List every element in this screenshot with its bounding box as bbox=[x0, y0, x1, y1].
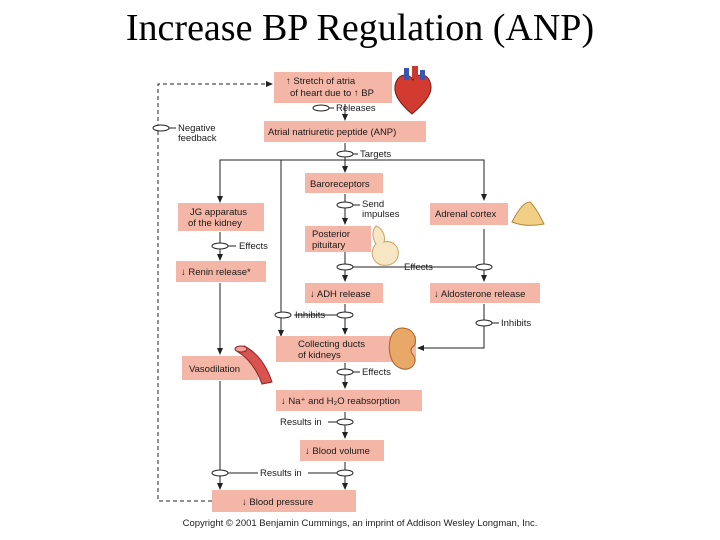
kidney-icon bbox=[388, 327, 416, 370]
label-inhibits-right: Inhibits bbox=[501, 318, 531, 329]
label-effects-mid: Effects bbox=[404, 262, 433, 273]
box-baro: Baroreceptors bbox=[305, 173, 383, 193]
copyright-notice: Copyright © 2001 Benjamin Cummings, an i… bbox=[182, 518, 538, 529]
box-vaso: Vasodilation bbox=[182, 356, 258, 380]
box-collecting-line1: Collecting ducts bbox=[298, 339, 365, 350]
oval-targets bbox=[336, 150, 354, 158]
box-bv-line1: ↓ Blood volume bbox=[305, 446, 370, 457]
box-adh: ↓ ADH release bbox=[305, 283, 383, 303]
label-send-impulses-1: Send bbox=[362, 199, 384, 210]
oval-send-impulses bbox=[336, 201, 354, 209]
label-results-in-bv: Results in bbox=[280, 417, 322, 428]
label-send-impulses-2: impulses bbox=[362, 209, 400, 220]
box-aldo: ↓ Aldosterone release bbox=[430, 283, 540, 303]
slide-title: Increase BP Regulation (ANP) bbox=[125, 7, 595, 49]
box-renin-line1: ↓ Renin release* bbox=[181, 267, 251, 278]
box-bv: ↓ Blood volume bbox=[300, 440, 384, 461]
connector-labels: Releases Targets Negative feedback Send … bbox=[169, 103, 531, 479]
arrow-anp-to-jg bbox=[217, 143, 346, 203]
box-baro-line1: Baroreceptors bbox=[310, 179, 370, 190]
label-releases: Releases bbox=[336, 103, 376, 114]
label-negative-feedback-2: feedback bbox=[178, 133, 217, 144]
box-stretch-line2: of heart due to ↑ BP bbox=[290, 88, 374, 99]
box-posterior-line2: pituitary bbox=[312, 240, 346, 251]
box-posterior-line1: Posterior bbox=[312, 229, 350, 240]
box-stretch: ↑ Stretch of atria of heart due to ↑ BP bbox=[274, 72, 392, 103]
box-adrenal-line1: Adrenal cortex bbox=[435, 209, 497, 220]
adrenal-gland-icon bbox=[511, 201, 545, 226]
boxes: ↑ Stretch of atria of heart due to ↑ BP … bbox=[176, 72, 540, 512]
heart-icon bbox=[394, 66, 432, 115]
box-anp-line1: Atrial natriuretic peptide (ANP) bbox=[268, 127, 396, 138]
box-vaso-line1: Vasodilation bbox=[189, 364, 240, 375]
blood-vessel-icon bbox=[234, 345, 273, 385]
negative-feedback-loop bbox=[157, 81, 273, 502]
box-posterior: Posterior pituitary bbox=[305, 226, 371, 252]
box-renin: ↓ Renin release* bbox=[176, 261, 266, 282]
oval-effects-cd bbox=[336, 368, 354, 376]
oval-inhibits-left bbox=[274, 311, 292, 319]
box-jg-line2: of the kidney bbox=[188, 218, 242, 229]
label-targets: Targets bbox=[360, 149, 391, 160]
arrow-anp-to-adrenal bbox=[345, 159, 487, 201]
box-jg: JG apparatus of the kidney bbox=[178, 203, 264, 231]
box-bp-line1: ↓ Blood pressure bbox=[242, 497, 313, 508]
box-collecting-line2: of kidneys bbox=[298, 350, 341, 361]
label-effects-jg: Effects bbox=[239, 241, 268, 252]
box-nah2o: ↓ Na⁺ and H₂O reabsorption bbox=[276, 390, 422, 411]
oval-effects-mid bbox=[336, 263, 354, 271]
box-stretch-line1: ↑ Stretch of atria bbox=[286, 76, 356, 87]
oval-inhibits-right bbox=[475, 319, 493, 327]
box-adh-line1: ↓ ADH release bbox=[310, 289, 371, 300]
label-effects-cd: Effects bbox=[362, 367, 391, 378]
box-bp: ↓ Blood pressure bbox=[212, 490, 356, 512]
label-negative-feedback-1: Negative bbox=[178, 123, 216, 134]
oval-effects-right bbox=[475, 263, 493, 271]
oval-effects-jg bbox=[211, 242, 229, 250]
box-anp: Atrial natriuretic peptide (ANP) bbox=[264, 121, 426, 142]
oval-releases bbox=[312, 104, 330, 112]
arrow-aldo-to-collecting bbox=[417, 304, 485, 351]
oval-results-bv bbox=[336, 418, 354, 426]
label-results-in-bp: Results in bbox=[260, 468, 302, 479]
pituitary-gland-icon bbox=[371, 225, 399, 266]
box-jg-line1: JG apparatus bbox=[190, 207, 247, 218]
oval-results-left bbox=[211, 469, 229, 477]
box-nah2o-line1: ↓ Na⁺ and H₂O reabsorption bbox=[281, 396, 400, 407]
oval-negative-feedback bbox=[152, 124, 170, 132]
oval-results-right bbox=[336, 469, 354, 477]
oval-inhibits-mid bbox=[336, 311, 354, 319]
label-inhibits-left: Inhibits bbox=[295, 310, 325, 321]
box-aldo-line1: ↓ Aldosterone release bbox=[434, 289, 525, 300]
box-adrenal: Adrenal cortex bbox=[430, 203, 508, 225]
